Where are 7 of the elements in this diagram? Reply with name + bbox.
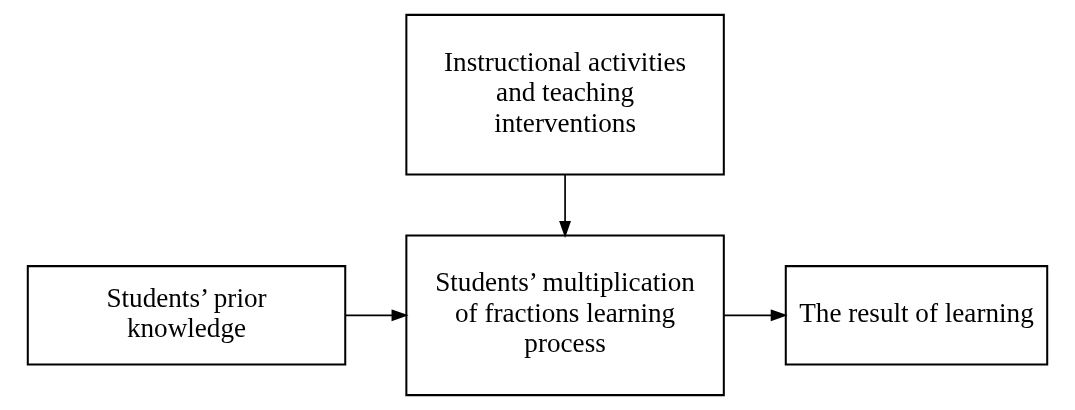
node-box: Students’ multiplication of fractions learning process xyxy=(405,234,725,397)
node-box: Instructional activities and teaching interventions xyxy=(405,13,725,176)
node-box: The result of learning xyxy=(784,265,1049,366)
arrow xyxy=(723,309,788,322)
arrow xyxy=(559,173,572,238)
node-box: Students’ prior knowledge xyxy=(26,265,347,366)
arrow xyxy=(344,309,409,322)
